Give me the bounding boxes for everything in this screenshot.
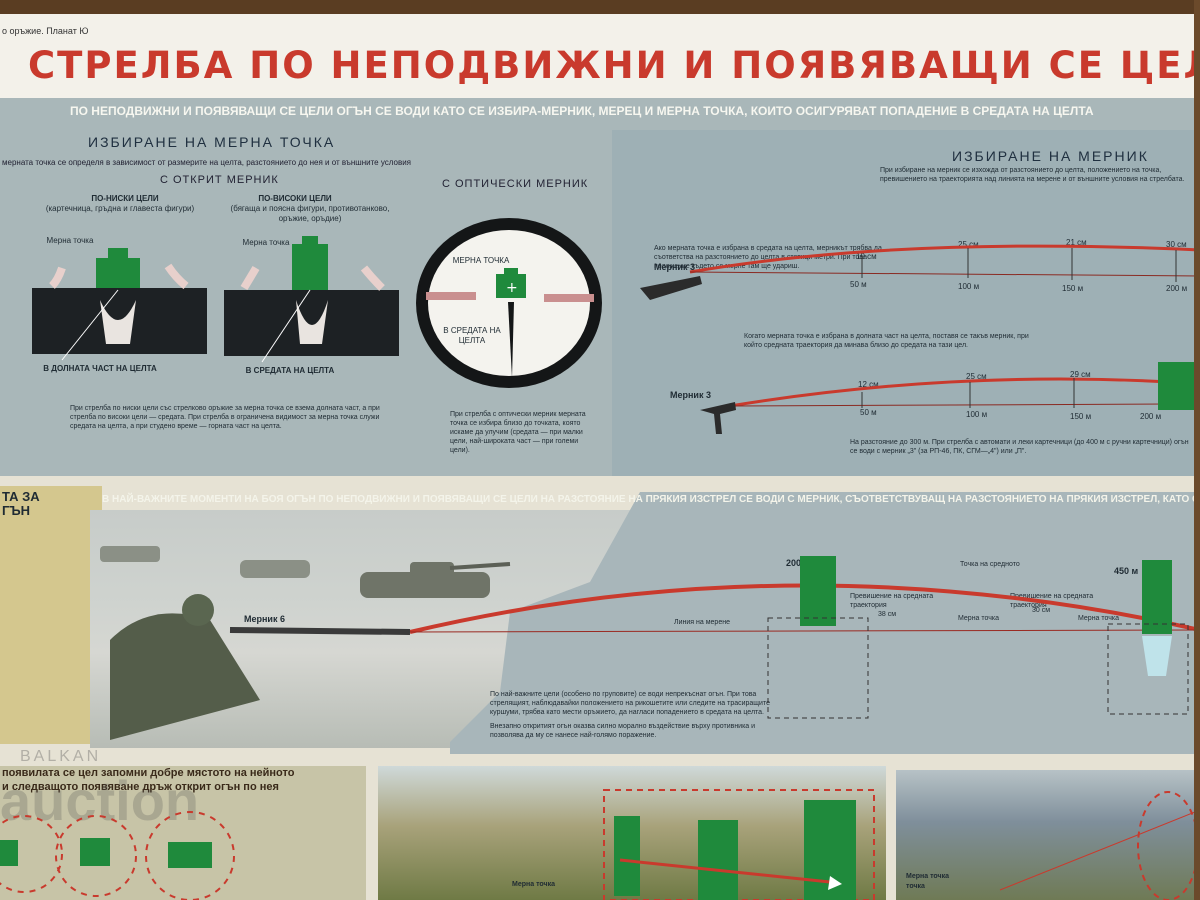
traj2-dist-3: 150 м <box>1070 412 1092 421</box>
continuous-fire-note: По най-важните цели (особено по груповит… <box>490 691 770 716</box>
sight-selection-note: При избиране на мерник се изхожда от раз… <box>880 167 1185 183</box>
traj1-height-3: 21 см <box>1066 238 1087 247</box>
mean-impact-label: Точка на средното <box>960 561 1020 568</box>
sight-selection-heading: ИЗБИРАНЕ НА МЕРНИК <box>952 148 1149 164</box>
svg-text:+: + <box>506 280 518 296</box>
higher-target-backdrop <box>224 290 399 356</box>
traj1-height-1: 19 см <box>856 252 877 261</box>
battle-silhouettes <box>100 546 511 740</box>
higher-targets-desc: (бягаща и поясна фигури, противотанково,… <box>230 204 390 223</box>
traj2-dist-4: 200 м <box>1140 412 1162 421</box>
forest-targets <box>603 789 875 900</box>
bottom-target-circles <box>0 811 235 900</box>
traj1-height-4: 30 см <box>1166 240 1187 249</box>
trajectory-2-note: Когато мерната точка е избрана в долната… <box>744 333 1029 349</box>
higher-targets-label: ПО-ВИСОКИ ЦЕЛИ <box>258 194 332 203</box>
watermark-brand-small: BALKAN <box>20 748 102 765</box>
traj2-dist-1: 50 м <box>860 408 877 417</box>
traj2-dist-2: 100 м <box>966 410 988 419</box>
lower-targets-label: ПО-НИСКИ ЦЕЛИ <box>91 194 159 203</box>
aim-line-label: Линия на мерене <box>674 619 730 626</box>
bottom-instruction-line-1: появилата се цел запомни добре мястото н… <box>2 767 295 779</box>
left-panel-title: ТА ЗА ГЪН <box>2 489 40 518</box>
trajectory-2 <box>700 362 1200 434</box>
traj1-dist-3: 150 м <box>1062 284 1084 293</box>
traj2-height-2: 25 см <box>966 372 987 381</box>
aim-point-label-low: Мерна точка <box>46 236 94 245</box>
lower-targets-desc: (картечница, гръдна и главеста фигури) <box>45 204 195 213</box>
watermark-brand: auction <box>0 769 200 832</box>
exceed-2-value: 30 см <box>1032 607 1051 614</box>
bottom-aim-label: Мерна точка <box>512 881 555 888</box>
bottom-aim-label-3: точка <box>906 883 925 890</box>
range-200-label: 200 <box>786 558 802 568</box>
soldier-illustration <box>0 486 102 744</box>
poster-title: СТРЕЛБА ПО НЕПОДВИЖНИ И ПОЯВЯВАЩИ СЕ ЦЕЛ <box>28 44 1200 87</box>
traj1-height-2: 25 см <box>958 240 979 249</box>
mid-banner-text: В НАЙ-ВАЖНИТЕ МОМЕНТИ НА БОЯ ОГЪН ПО НЕП… <box>102 494 1200 505</box>
scope-middle-label: В СРЕДАТА НА ЦЕЛТА <box>443 326 501 345</box>
aim-point-label-b: Мерна точка <box>1078 615 1120 622</box>
range-450-label: 450 м <box>1114 566 1139 576</box>
field-scene-illustration <box>896 770 1200 900</box>
scope-reticle: + <box>426 268 594 378</box>
aim-point-label-high: Мерна точка <box>242 238 290 247</box>
open-sight-note: При стрелба по ниски цели със стрелково … <box>70 405 380 430</box>
surprise-fire-note: Внезапно откритият огън оказва силно мор… <box>490 723 756 739</box>
middle-of-target-label: В СРЕДАТА НА ЦЕЛТА <box>245 366 335 375</box>
scope-aim-label: МЕРНА ТОЧКА <box>452 256 510 265</box>
sight-3-label-a: Мерник 3 <box>654 262 695 272</box>
bottom-instruction: появилата се цел запомни добре мястото н… <box>2 766 294 794</box>
traj2-height-1: 12 см <box>858 380 879 389</box>
traj1-dist-1: 50 м <box>850 280 867 289</box>
panel-subtitle: ПО НЕПОДВИЖНИ И ПОЯВЯВАЩИ СЕ ЦЕЛИ ОГЪН С… <box>70 104 1094 118</box>
lower-target-figure <box>49 248 189 361</box>
aim-point-note: мерната точка се определя в зависимост о… <box>2 158 412 167</box>
plan-reference: о оръжие. Планат Ю <box>2 26 89 36</box>
wooden-frame-top <box>0 0 1200 14</box>
exceed-2-label: Превишение на средната траектория <box>1010 593 1094 609</box>
exceed-1-label: Превишение на средната траектория <box>850 593 934 609</box>
exceed-1-value: 38 см <box>878 611 897 618</box>
wooden-frame-right <box>1194 0 1200 900</box>
traj1-dist-4: 200 м <box>1166 284 1188 293</box>
sight-selection-panel <box>612 130 1200 476</box>
aim-point-label-a: Мерна точка <box>958 615 1000 622</box>
bottom-aim-label-2: Мерна точка <box>906 873 949 880</box>
optic-sight-note: При стрелба с оптически мерник мерната т… <box>450 411 586 454</box>
title-strip <box>0 14 1200 98</box>
sight-3-label-b: Мерник 3 <box>670 390 711 400</box>
aim-point-heading: ИЗБИРАНЕ НА МЕРНА ТОЧКА <box>88 134 336 150</box>
trajectory-1 <box>640 244 1200 300</box>
traj1-dist-2: 100 м <box>958 282 980 291</box>
higher-target-figure <box>240 236 385 363</box>
open-sight-heading: С ОТКРИТ МЕРНИК <box>160 174 279 186</box>
target-circles-illustration <box>0 766 366 900</box>
optical-sight-heading: С ОПТИЧЕСКИ МЕРНИК <box>442 178 589 190</box>
bottom-instruction-line-2: и следващото появяване дръж открит огън … <box>2 781 279 793</box>
field-target <box>999 791 1200 900</box>
sight-6-label: Мерник 6 <box>244 614 285 624</box>
mid-trajectory <box>409 556 1200 719</box>
range-note: На разстояние до 300 м. При стрелба с ав… <box>850 439 1189 455</box>
bottom-of-target-label: В ДОЛНАТА ЧАСТ НА ЦЕЛТА <box>43 364 157 373</box>
traj2-height-3: 29 см <box>1070 370 1091 379</box>
